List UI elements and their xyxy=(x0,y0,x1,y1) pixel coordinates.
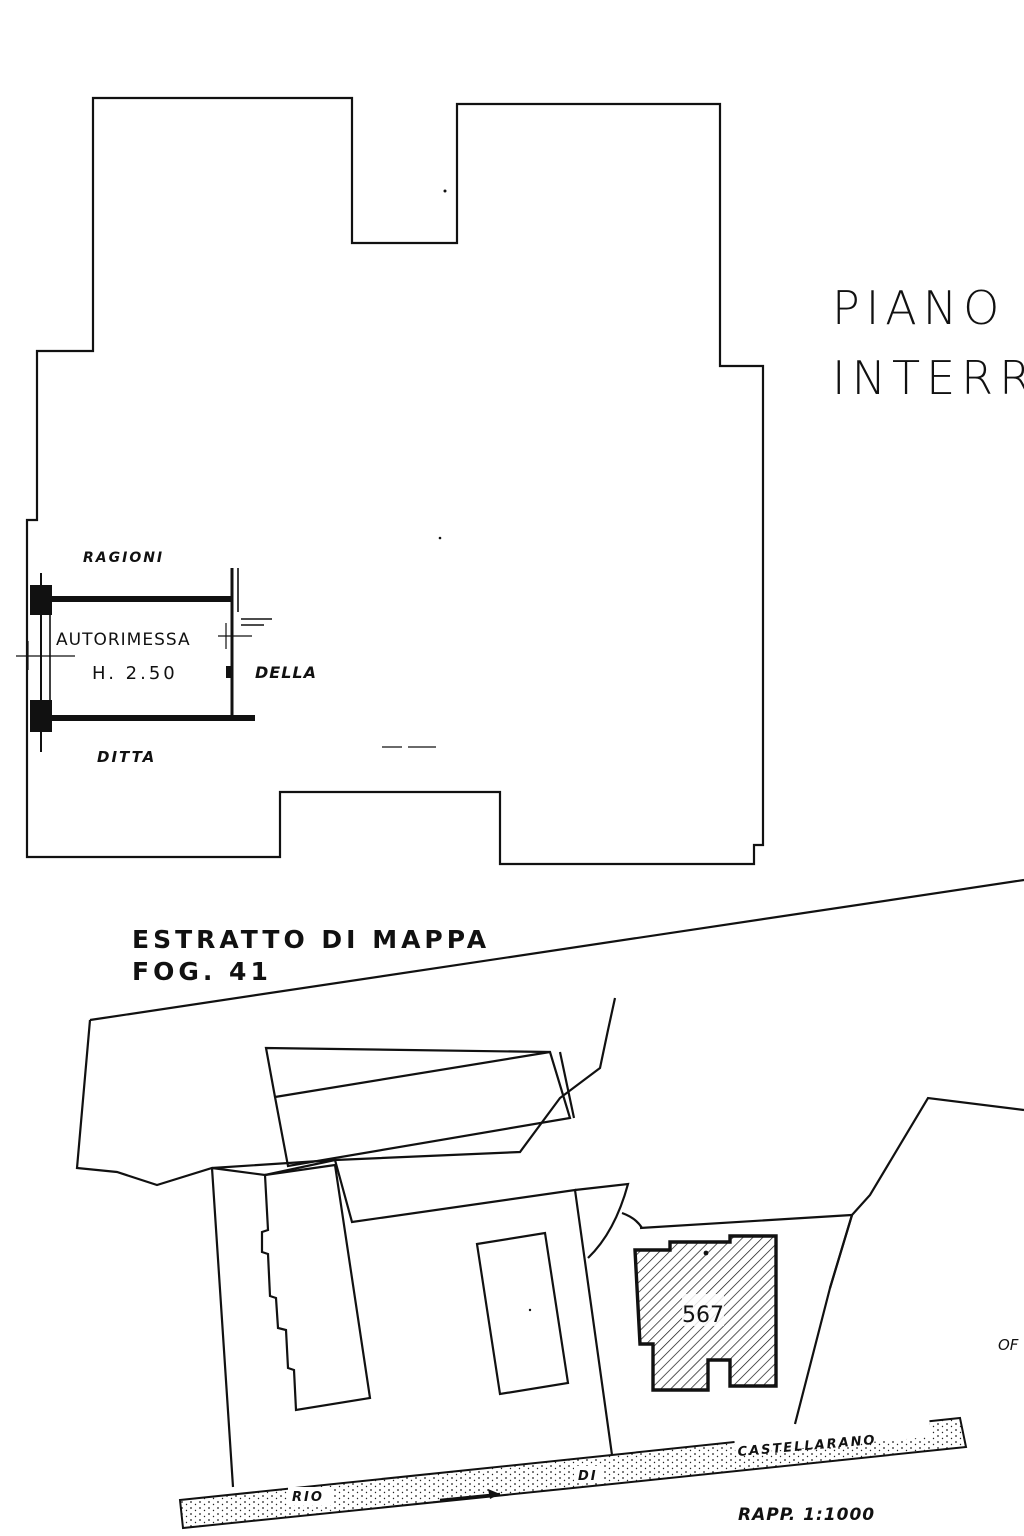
map-title-line1: ESTRATTO DI MAPPA xyxy=(132,925,490,954)
building-strip xyxy=(260,1163,372,1412)
stream-label-di: DI xyxy=(578,1469,598,1484)
map-title-line2: FOG. 41 xyxy=(132,957,272,986)
edge-fragment-text: OF xyxy=(998,1336,1019,1354)
building-outline xyxy=(25,96,765,866)
stream-label-rio: RIO xyxy=(292,1490,324,1505)
floor-title-line1: PIANO xyxy=(832,281,1005,335)
cadastral-map-extract: ESTRATTO DI MAPPA FOG. 41 567 xyxy=(75,878,1024,1530)
basement-floor-plan: PIANO INTERR RAGIONI AUTORIMESSA H. 2.50… xyxy=(16,96,1024,866)
road-line xyxy=(89,878,1024,1022)
garage-room-height: H. 2.50 xyxy=(92,663,178,684)
lot-middle xyxy=(210,1158,614,1488)
parcel-number: 567 xyxy=(682,1303,724,1328)
courtyard-rect xyxy=(475,1231,570,1396)
curved-corner xyxy=(574,1182,630,1259)
garage-room-name: AUTORIMESSA xyxy=(56,630,191,650)
label-della: DELLA xyxy=(255,663,317,682)
building-long xyxy=(264,1046,572,1168)
label-ragioni: RAGIONI xyxy=(83,550,164,566)
map-scale: RAPP. 1:1000 xyxy=(738,1505,875,1525)
garage-room xyxy=(16,568,272,752)
floor-title-line2: INTERR xyxy=(832,351,1024,405)
label-ditta: DITTA xyxy=(97,748,156,766)
